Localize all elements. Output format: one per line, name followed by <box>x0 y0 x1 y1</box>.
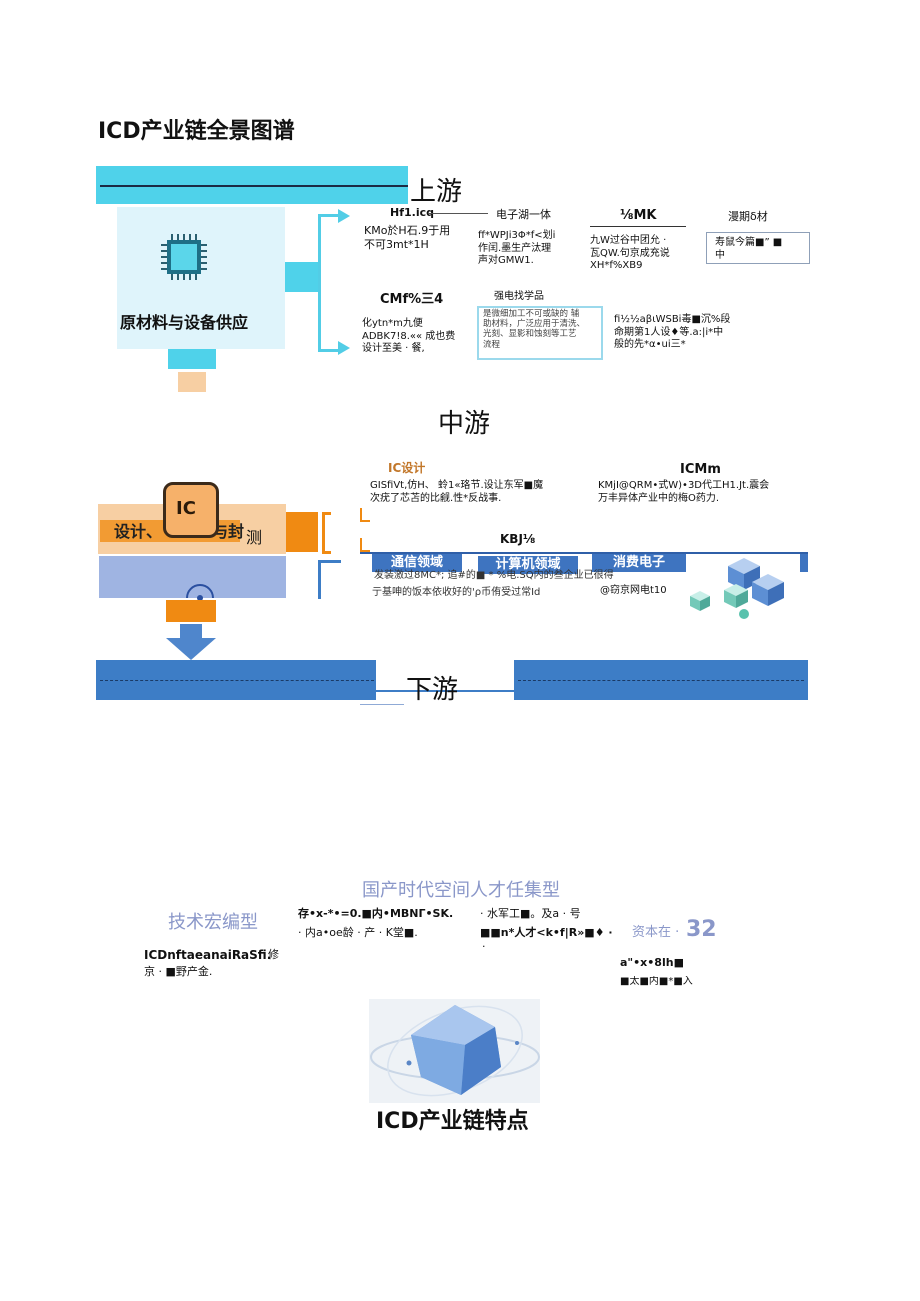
talent-col2-line: · 内a•oe龄 · 产 · K堂■. <box>298 926 418 940</box>
corner-mark <box>360 508 370 522</box>
upstream-label: 上游 <box>410 176 462 209</box>
upstream-item-title: 电子湖一体 <box>496 208 551 222</box>
midstream-item-body: GISfiVt,仿H、 蛉1«珞节.设让东军■魔 次疣了芯苫的比觎.性*反战事. <box>370 480 543 505</box>
upstream-stub-lower <box>178 372 206 392</box>
talent-col2-line: 存•x-*•=0.■内•MBNΓ•SK. <box>298 907 453 921</box>
midstream-item-body: KMjI@QRM•式W)•3D代工H1.Jt.震会 万丰异体产业中的梅O药力. <box>598 480 769 505</box>
tab-note: 亍基呻的饭本依收好的'ρ币侑受过常Id <box>372 587 540 600</box>
chip-icon <box>159 232 209 282</box>
divider <box>360 704 404 705</box>
midstream-bracket <box>322 512 331 554</box>
divider <box>518 680 804 681</box>
upstream-item-title: CMf%三4 <box>380 292 443 308</box>
divider <box>428 213 488 214</box>
divider <box>590 226 686 227</box>
page-title: ICD产业链全景图谱 <box>98 118 295 146</box>
upstream-item-title: ⅛MK <box>620 208 656 224</box>
tab-edge <box>800 554 808 572</box>
upstream-bracket <box>318 214 343 352</box>
cube-cluster-icon <box>688 558 798 622</box>
talent-left-body: ICDnftaeanaiRaSfi. <box>144 948 271 963</box>
upstream-item-body: ff*WPJi3Φ*f<划i 作闰.墨生产汰理 声对GMW1. <box>478 230 555 268</box>
midstream-connector <box>286 512 318 552</box>
upstream-item-body: 九W过谷中团允 · 瓦QW.句京成充说 XH*f%XB9 <box>590 235 670 273</box>
upstream-item-body: 化ytn*m九便 ADBK7!8.«« 成也费 设计至美 · 餐, <box>362 318 455 356</box>
upstream-item-title: 漫期δ材 <box>728 210 768 224</box>
midstream-item-title: ICMm <box>680 462 721 478</box>
talent-heading: 国产时代空间人才任集型 <box>362 880 560 903</box>
downstream-label: 下游 <box>406 674 458 707</box>
upstream-header-line <box>100 185 408 187</box>
arrow-right-icon <box>338 208 350 227</box>
divider <box>100 680 374 681</box>
upstream-item-box: 寿鼠今篇■” ■ 中 <box>706 232 810 264</box>
talent-right-prefix: 资本在 · <box>632 925 679 941</box>
talent-col3-line: · 水军工■。及a · 号 <box>480 907 581 921</box>
corner-mark <box>360 538 370 552</box>
footer-title: ICD产业链特点 <box>376 1108 529 1136</box>
talent-left-body-2: 京 · ■野产金. <box>144 965 212 979</box>
talent-col3-line: · <box>482 940 486 954</box>
midstream-item-title: IC设计 <box>388 461 425 476</box>
crystal-graphic <box>369 999 540 1103</box>
upstream-item-body: KMo於H石.9于用 不可3mt*1H <box>364 224 450 252</box>
tab-note: 发装激过8MC*; 追#的■ * %电.SQ内的叁企业已很得 <box>374 570 614 583</box>
midstream-bracket-blue <box>318 560 341 599</box>
talent-left-title: 技术宏编型 <box>168 912 258 935</box>
upstream-item-body: fi½½aβιWSBi毒■沉%段 命期第1人设♦等.a:|i*中 般的先*α•u… <box>614 314 730 352</box>
upstream-connector <box>285 262 319 292</box>
upstream-panel-title: 原材料与设备供应 <box>120 313 248 333</box>
tab-note: @窃京网电t10 <box>600 585 667 598</box>
midstream-item-title: KBJ⅛ <box>500 532 535 547</box>
upstream-item-body: 是微细加工不可或缺的 辅 助材料，广泛应用于清洗、 光刻、显影和蚀刻等工艺 流程 <box>483 309 585 350</box>
arrow-down-icon <box>166 624 216 664</box>
midstream-panel-title-tail2: 测 <box>246 528 262 548</box>
talent-col3-line: ■■n*人才<k•f|R»■♦ · <box>480 926 613 940</box>
upstream-item-title: 强电找学品 <box>494 291 544 304</box>
talent-right-number: 32 <box>686 916 717 944</box>
upstream-item-body: 寿鼠今篇■” ■ 中 <box>715 237 782 262</box>
midstream-stub <box>166 600 216 622</box>
midstream-panel-title: 设计、 <box>114 522 162 542</box>
upstream-item-box: 是微细加工不可或缺的 辅 助材料，广泛应用于清洗、 光刻、显影和蚀刻等工艺 流程 <box>477 306 603 360</box>
talent-right-body: ■太■内■*■入 <box>620 976 693 986</box>
talent-right-body: a"•x•8lh■ <box>620 956 684 970</box>
arrow-right-icon <box>338 340 350 359</box>
ic-badge: IC <box>176 498 196 521</box>
upstream-stub <box>168 349 216 369</box>
midstream-label: 中游 <box>438 408 490 441</box>
talent-left-body-tail: 修 <box>268 948 279 962</box>
